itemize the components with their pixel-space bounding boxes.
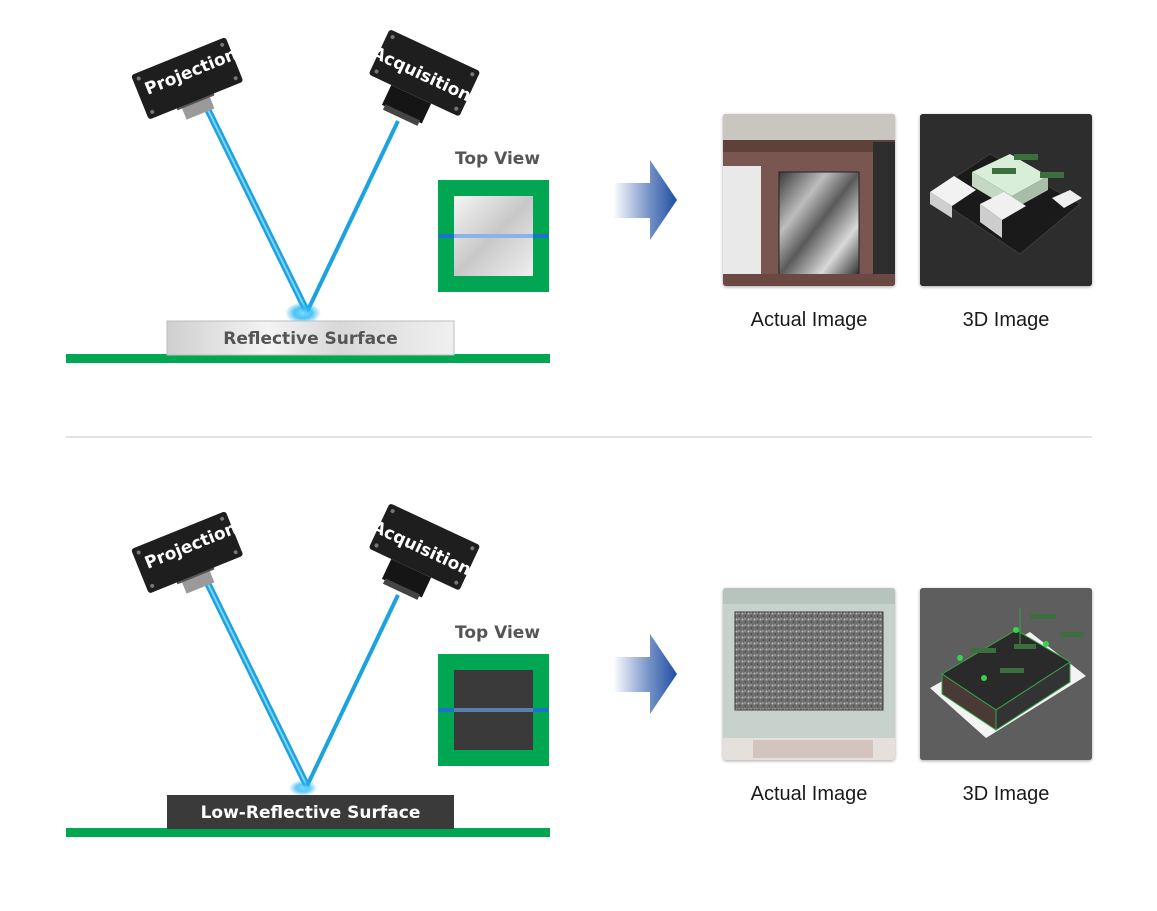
actual-image [723,114,895,286]
camera-device [369,30,480,126]
light-spot [285,302,321,324]
top-view-square [438,654,549,766]
reflection-beam [305,594,400,787]
low-reflective-diagram [66,504,677,837]
top-view-label: Top View [455,623,541,643]
base-board [66,354,550,363]
section-divider [66,436,1092,438]
actual-image-caption: Actual Image [750,309,868,331]
top-view-square [438,180,549,292]
surface-label: Low-Reflective Surface [200,803,421,823]
3d-image-caption: 3D Image [962,309,1050,331]
top-view-label: Top View [455,149,541,169]
low-reflective-surface [167,795,454,829]
3d-image-caption: 3D Image [962,783,1050,805]
reflective-panel: Projection Acquisition Top View Reflecti… [0,0,1157,437]
reflection-beam [305,120,400,313]
reflective-diagram [66,30,677,363]
3d-image [920,588,1092,760]
low-reflective-panel: Projection Acquisition Top View Low-Refl… [0,474,1157,911]
light-spot [289,780,317,796]
projector-device [131,37,243,120]
actual-image [723,588,895,760]
3d-image [920,114,1092,286]
reflective-surface [166,320,455,356]
projector-device [131,511,243,594]
surface-label: Reflective Surface [223,329,398,349]
right-arrow-icon [613,634,677,714]
right-arrow-icon [613,160,677,240]
base-board [66,828,550,837]
camera-device [369,504,480,600]
actual-image-caption: Actual Image [750,783,868,805]
